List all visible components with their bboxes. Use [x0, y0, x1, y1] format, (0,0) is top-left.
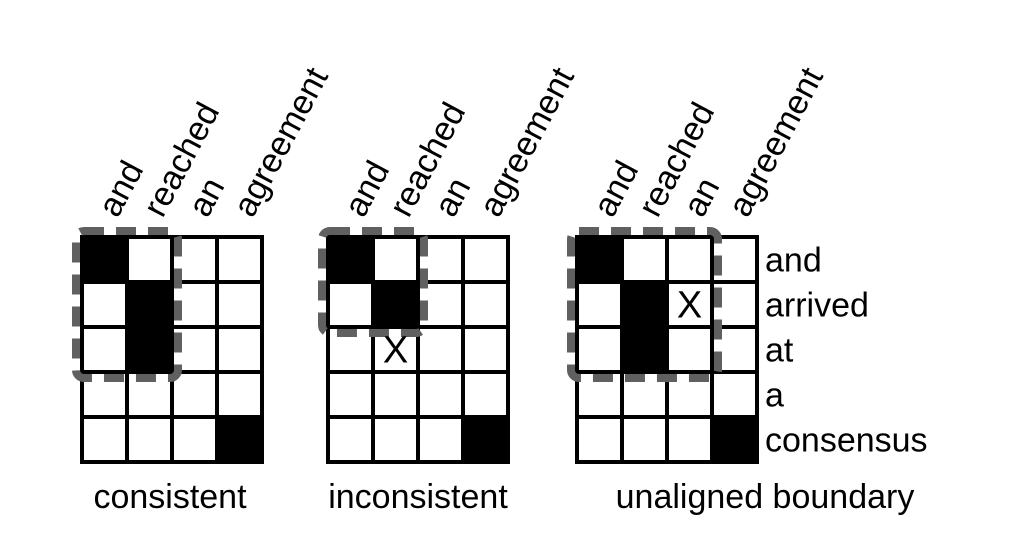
grid-cell [125, 235, 174, 284]
column-word-agreement: agreement [472, 61, 582, 223]
column-word-and: and [586, 155, 646, 223]
grid-cell [215, 325, 264, 374]
grid-cell [80, 280, 129, 329]
grid-cell [326, 415, 375, 464]
row-word-labels: and arrived at a consensus [765, 242, 928, 460]
row-word-a: a [765, 377, 784, 415]
grid-cell [620, 415, 669, 464]
grid-cell [620, 235, 669, 284]
grid-cell [710, 370, 759, 419]
grid-cell [125, 415, 174, 464]
grid-cell [371, 415, 420, 464]
phrase-box [567, 227, 722, 382]
grid-cell [215, 280, 264, 329]
grid-cell [665, 325, 714, 374]
row-word-and: and [765, 242, 822, 280]
aligned-cell [461, 415, 510, 464]
row-word-consensus: consensus [765, 422, 928, 460]
row-word-at: at [765, 332, 794, 370]
grid-cell [80, 325, 129, 374]
grid-cell [170, 370, 219, 419]
grid-cell [461, 235, 510, 284]
grid-cell [416, 370, 465, 419]
grid-cell [371, 235, 420, 284]
phrase-box [318, 227, 428, 337]
column-word-agreement: agreement [226, 61, 336, 223]
panel-caption: inconsistent [328, 478, 508, 516]
aligned-cell [575, 235, 624, 284]
grid-cell [575, 415, 624, 464]
aligned-cell [326, 235, 375, 284]
grid-cell [326, 370, 375, 419]
phrase-box [72, 227, 182, 382]
grid-cell [170, 415, 219, 464]
grid-cell [80, 415, 129, 464]
column-word-agreement: agreement [721, 61, 831, 223]
grid-cell [215, 370, 264, 419]
row-word-arrived: arrived [765, 287, 869, 325]
aligned-cell [620, 280, 669, 329]
aligned-cell [620, 325, 669, 374]
grid-cell [326, 280, 375, 329]
aligned-cell [371, 280, 420, 329]
panel-caption: unaligned boundary [616, 478, 915, 516]
grid-cell [416, 415, 465, 464]
grid-cell [416, 325, 465, 374]
grid-cell [665, 415, 714, 464]
column-word-and: and [91, 155, 151, 223]
grid-cell [461, 370, 510, 419]
aligned-cell [125, 325, 174, 374]
aligned-cell [125, 280, 174, 329]
grid-cell [371, 370, 420, 419]
aligned-cell [710, 415, 759, 464]
grid-cell [665, 235, 714, 284]
grid-cell [461, 280, 510, 329]
grid-cell [575, 280, 624, 329]
violation-mark: X [677, 285, 702, 327]
grid-cell [461, 325, 510, 374]
aligned-cell [215, 415, 264, 464]
aligned-cell [80, 235, 129, 284]
violation-mark: X [383, 330, 408, 372]
grid-cell [575, 325, 624, 374]
column-word-and: and [337, 155, 397, 223]
grid-cell [215, 235, 264, 284]
panel-caption: consistent [93, 478, 247, 516]
